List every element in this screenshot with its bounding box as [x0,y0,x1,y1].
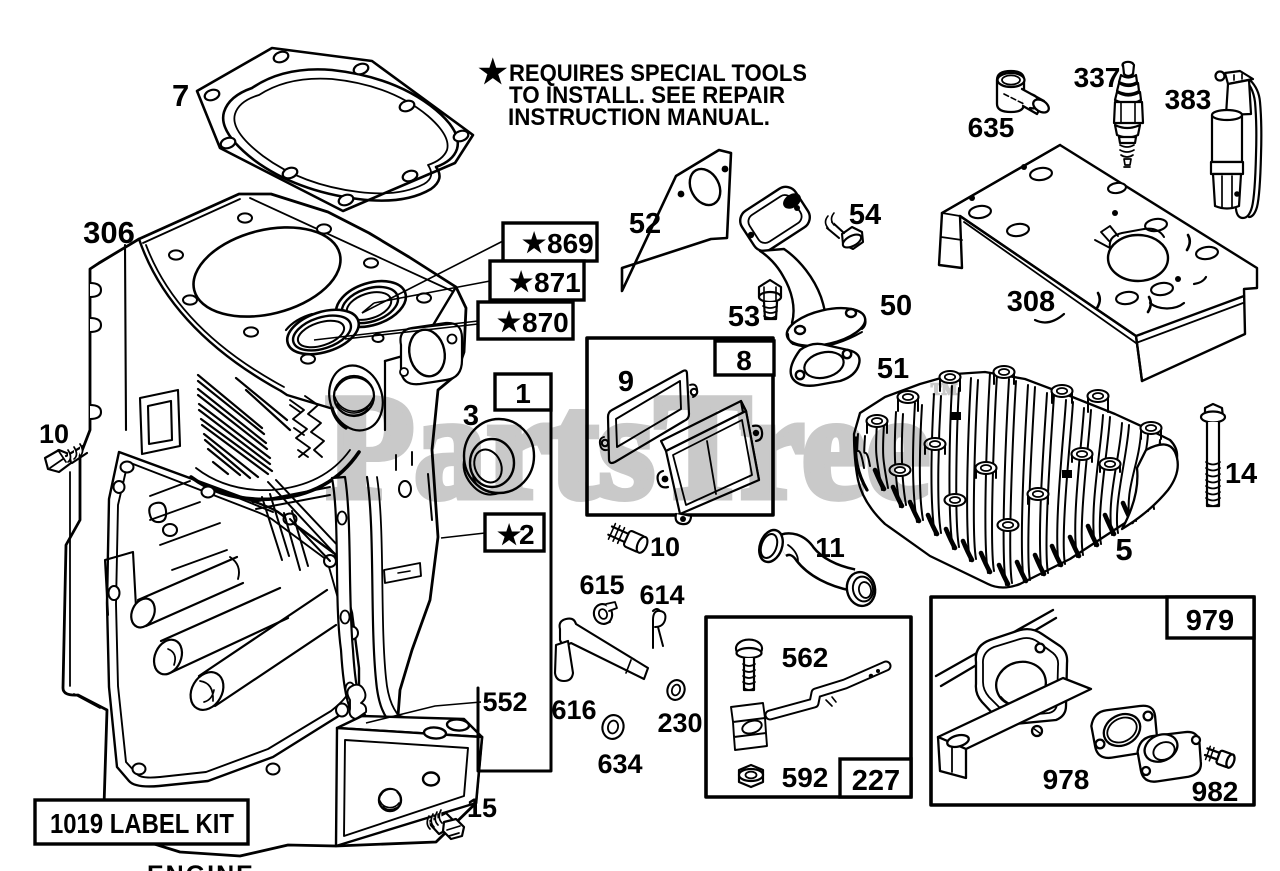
svg-text:227: 227 [852,765,900,797]
svg-text:1019 LABEL KIT: 1019 LABEL KIT [50,808,234,839]
svg-text:15: 15 [467,793,497,823]
svg-text:ENGINE: ENGINE [147,861,255,871]
svg-text:979: 979 [1186,605,1234,637]
svg-text:614: 614 [639,580,684,610]
svg-text:5: 5 [1115,532,1132,567]
svg-text:54: 54 [849,199,881,231]
svg-text:10: 10 [39,419,69,449]
svg-text:51: 51 [877,353,909,385]
svg-text:™: ™ [930,378,958,409]
svg-text:8: 8 [736,345,752,376]
svg-text:50: 50 [880,290,912,322]
svg-text:592: 592 [782,762,829,793]
svg-text:869: 869 [547,228,594,259]
svg-text:14: 14 [1225,458,1257,490]
svg-text:871: 871 [534,267,581,298]
svg-text:REQUIRES SPECIAL TOOLS: REQUIRES SPECIAL TOOLS [509,60,807,87]
svg-text:10: 10 [650,532,680,562]
svg-text:978: 978 [1043,764,1090,795]
svg-text:306: 306 [83,215,135,250]
svg-text:9: 9 [618,366,634,398]
svg-text:616: 616 [551,695,596,725]
svg-text:3: 3 [463,400,479,432]
svg-text:337: 337 [1074,62,1121,93]
svg-text:552: 552 [482,687,527,717]
svg-text:1: 1 [515,378,531,409]
svg-text:615: 615 [579,570,624,600]
svg-text:52: 52 [629,208,661,240]
svg-text:INSTRUCTION MANUAL.: INSTRUCTION MANUAL. [508,104,770,131]
svg-text:634: 634 [597,749,642,779]
svg-text:PartsTree: PartsTree [326,364,930,530]
svg-text:562: 562 [782,642,829,673]
svg-text:★: ★ [497,307,521,337]
svg-text:TO INSTALL. SEE REPAIR: TO INSTALL. SEE REPAIR [509,82,785,109]
svg-text:982: 982 [1192,776,1239,807]
svg-text:★: ★ [497,520,521,550]
svg-text:308: 308 [1007,286,1055,318]
svg-text:★: ★ [478,53,508,90]
svg-text:230: 230 [657,708,702,738]
svg-text:11: 11 [815,532,845,563]
svg-text:★: ★ [509,267,533,297]
svg-text:870: 870 [522,307,569,338]
svg-text:★: ★ [522,228,546,258]
svg-text:635: 635 [968,112,1015,143]
svg-text:383: 383 [1165,84,1212,115]
svg-text:53: 53 [728,301,760,333]
svg-text:2: 2 [519,519,535,550]
svg-text:7: 7 [172,78,189,113]
